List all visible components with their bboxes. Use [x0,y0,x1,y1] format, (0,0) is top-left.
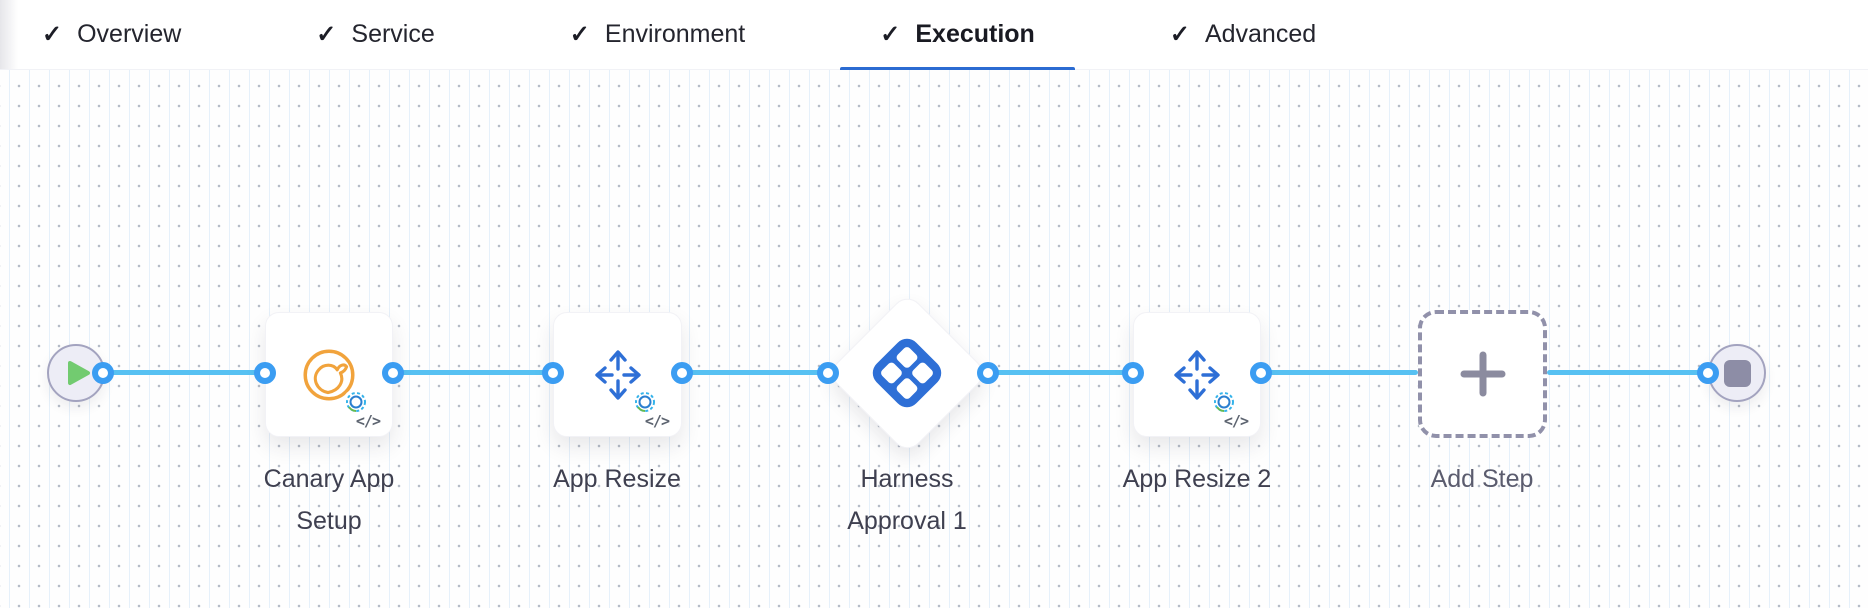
step-node-canary-app-setup[interactable]: </> [265,312,393,437]
gear-icon [343,388,369,415]
step-label-canary-app-setup: Canary App Setup [263,465,395,535]
step-label-app-resize: App Resize [553,465,681,493]
connector-port[interactable] [1250,362,1272,384]
stop-icon [1723,359,1751,387]
step-label-add-step: Add Step [1430,465,1534,493]
tab-label: Advanced [1204,20,1317,48]
tab-label: Environment [604,20,746,48]
canary-bird-icon [303,348,355,401]
connector-port[interactable] [977,362,999,384]
connector-port[interactable] [382,362,404,384]
check-icon: ✓ [569,21,590,48]
pipeline-canvas[interactable]: </> </> [0,70,1868,608]
tab-label: Service [351,20,435,48]
connector-port[interactable] [92,362,114,384]
step-node-app-resize[interactable]: </> [553,312,682,437]
gear-icon [631,388,658,415]
step-icon-wrap [297,343,369,415]
pipeline-end-node [1708,344,1766,402]
gear-icon [1211,388,1237,415]
add-step-button[interactable] [1418,310,1547,438]
step-icon-wrap [586,343,658,415]
connector-port[interactable] [671,362,693,384]
plus-icon [1460,351,1505,397]
connector-line [682,370,828,375]
tab-label: Overview [77,20,182,48]
connector-line [103,370,265,375]
wizard-tab-bar: ✓ Overview ✓ Service ✓ Environment ✓ Exe… [0,0,1868,72]
connector-line [988,370,1133,375]
active-tab-underline [840,67,1075,72]
connector-port[interactable] [817,362,839,384]
check-icon: ✓ [316,21,337,48]
code-view-icon[interactable]: </> [1223,412,1249,430]
tab-service[interactable]: ✓ Service [276,0,474,69]
tab-environment[interactable]: ✓ Environment [530,0,785,69]
connector-line [1261,370,1418,375]
connector-port[interactable] [1122,362,1144,384]
code-view-icon[interactable]: </> [355,412,381,430]
resize-arrows-icon [1174,349,1220,400]
check-icon: ✓ [880,21,901,48]
step-label-harness-approval: Harness Approval 1 [847,465,967,535]
resize-arrows-icon [594,349,641,400]
step-node-harness-approval[interactable] [826,292,989,455]
code-view-icon[interactable]: </> [644,412,670,430]
check-icon: ✓ [42,21,63,48]
tab-advanced[interactable]: ✓ Advanced [1130,0,1356,69]
connector-port[interactable] [254,362,276,384]
connector-port[interactable] [1697,362,1719,384]
connector-port[interactable] [542,362,564,384]
step-label-app-resize-2: App Resize 2 [1122,465,1272,493]
check-icon: ✓ [1169,21,1190,48]
tab-overview[interactable]: ✓ Overview [2,0,221,69]
connector-line [393,370,553,375]
step-node-app-resize-2[interactable]: </> [1133,312,1261,437]
tab-label: Execution [915,20,1035,48]
play-icon [67,361,90,385]
connector-line [1547,370,1708,375]
tab-execution[interactable]: ✓ Execution [840,0,1075,72]
step-icon-wrap [1165,343,1237,415]
